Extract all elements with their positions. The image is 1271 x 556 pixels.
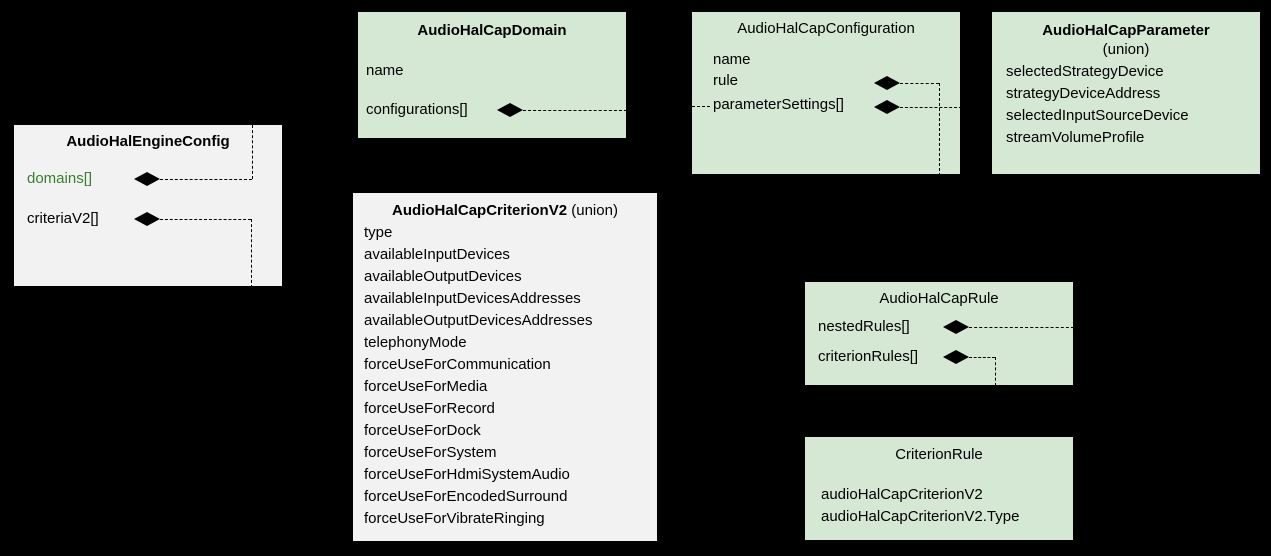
connector-domains-vertical (252, 125, 253, 179)
field-force-use-for-dock: forceUseForDock (364, 422, 481, 439)
class-title-audio-hal-cap-domain: AudioHalCapDomain (417, 22, 567, 39)
field-audio-hal-cap-criterion-v2: audioHalCapCriterionV2 (821, 486, 983, 503)
field-available-input-devices: availableInputDevices (364, 246, 510, 263)
field-available-input-devices-addresses: availableInputDevicesAddresses (364, 290, 581, 307)
aggregation-diamond-nested-rules (943, 320, 969, 334)
class-box-audio-hal-engine-config[interactable]: AudioHalEngineConfig domains[] criteriaV… (13, 124, 283, 287)
class-subtitle-audio-hal-cap-criterion-v2: (union) (571, 202, 618, 219)
field-force-use-for-record: forceUseForRecord (364, 400, 495, 417)
field-force-use-for-hdmi-system-audio: forceUseForHdmiSystemAudio (364, 466, 570, 483)
field-domains: domains[] (27, 170, 93, 187)
field-configuration-name: name (713, 51, 751, 68)
connector-criterion-rules-horizontal (969, 357, 995, 358)
class-subtitle-audio-hal-cap-parameter: (union) (1102, 41, 1150, 58)
field-audio-hal-cap-criterion-v2-type: audioHalCapCriterionV2.Type (821, 508, 1020, 525)
class-box-audio-hal-cap-criterion-v2[interactable]: AudioHalCapCriterionV2 (union) type avai… (352, 192, 658, 542)
field-stream-volume-profile: streamVolumeProfile (1006, 129, 1145, 146)
field-selected-input-source-device: selectedInputSourceDevice (1006, 107, 1189, 124)
field-force-use-for-communication: forceUseForCommunication (364, 356, 551, 373)
field-available-output-devices-addresses: availableOutputDevicesAddresses (364, 312, 593, 329)
class-title-row-audio-hal-cap-criterion-v2: AudioHalCapCriterionV2 (union) (353, 202, 657, 220)
aggregation-diamond-criteria-v2 (134, 212, 160, 226)
connector-incoming-configurations-stub (692, 106, 710, 107)
field-force-use-for-encoded-surround: forceUseForEncodedSurround (364, 488, 568, 505)
connector-rule-horizontal (900, 83, 939, 84)
aggregation-diamond-configurations (497, 103, 523, 117)
connector-nested-rules-horizontal (969, 327, 1073, 328)
aggregation-diamond-criterion-rules (943, 350, 969, 364)
class-title-audio-hal-engine-config: AudioHalEngineConfig (66, 133, 230, 150)
field-nested-rules: nestedRules[] (818, 318, 910, 335)
field-domain-configurations: configurations[] (366, 101, 468, 118)
field-force-use-for-system: forceUseForSystem (364, 444, 497, 461)
connector-criteria-vertical (251, 219, 252, 286)
field-force-use-for-media: forceUseForMedia (364, 378, 488, 395)
class-box-criterion-rule[interactable]: CriterionRule audioHalCapCriterionV2 aud… (804, 436, 1074, 541)
class-title-audio-hal-cap-rule: AudioHalCapRule (879, 290, 999, 307)
field-criterion-type: type (364, 224, 393, 241)
aggregation-diamond-domains (134, 172, 160, 186)
aggregation-diamond-rule (874, 76, 900, 90)
field-domain-name: name (366, 62, 404, 79)
field-telephony-mode: telephonyMode (364, 334, 467, 351)
connector-configurations-horizontal (523, 110, 626, 111)
class-box-audio-hal-cap-configuration[interactable]: AudioHalCapConfiguration name rule param… (691, 11, 961, 175)
field-strategy-device-address: strategyDeviceAddress (1006, 85, 1161, 102)
field-configuration-parameter-settings: parameterSettings[] (713, 96, 844, 113)
field-criterion-rules: criterionRules[] (818, 348, 919, 365)
class-title-audio-hal-cap-configuration: AudioHalCapConfiguration (737, 20, 915, 37)
connector-criteria-horizontal (160, 219, 251, 220)
field-selected-strategy-device: selectedStrategyDevice (1006, 63, 1164, 80)
class-title-audio-hal-cap-parameter: AudioHalCapParameter (1042, 22, 1210, 39)
field-available-output-devices: availableOutputDevices (364, 268, 522, 285)
class-box-audio-hal-cap-domain[interactable]: AudioHalCapDomain name configurations[] (357, 11, 627, 139)
connector-domains-horizontal (160, 179, 252, 180)
aggregation-diamond-parameter-settings (874, 100, 900, 114)
field-configuration-rule: rule (713, 72, 739, 89)
field-criteria-v2: criteriaV2[] (27, 210, 99, 227)
field-force-use-for-vibrate-ringing: forceUseForVibrateRinging (364, 510, 545, 527)
connector-parameter-settings-horizontal (900, 107, 960, 108)
connector-rule-vertical (939, 83, 940, 174)
class-title-audio-hal-cap-criterion-v2: AudioHalCapCriterionV2 (392, 202, 568, 219)
class-box-audio-hal-cap-parameter[interactable]: AudioHalCapParameter (union) selectedStr… (991, 11, 1261, 175)
class-title-criterion-rule: CriterionRule (895, 446, 983, 463)
class-box-audio-hal-cap-rule[interactable]: AudioHalCapRule nestedRules[] criterionR… (804, 281, 1074, 386)
connector-criterion-rules-vertical (995, 357, 996, 385)
